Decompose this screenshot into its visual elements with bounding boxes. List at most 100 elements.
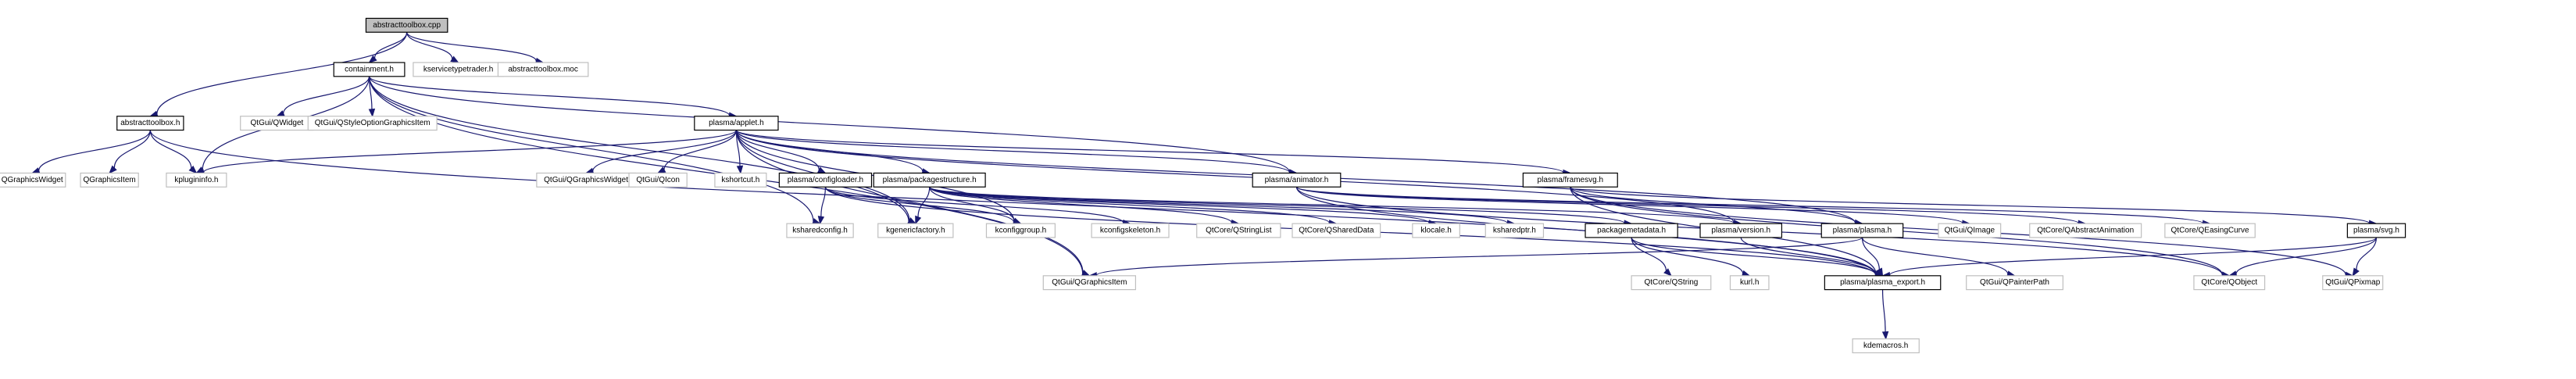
node-box (2346, 223, 2406, 238)
node-abstracttoolbox-cpp[interactable]: abstracttoolbox.cpp (365, 17, 448, 33)
node-plasma-version-h[interactable]: plasma/version.h (1699, 223, 1783, 238)
edge-plasma_packagestructure_h-to-kconfiggroup_h (929, 187, 1015, 221)
node-plasma-packagestructure-h[interactable]: plasma/packagestructure.h (873, 172, 986, 188)
node-abstracttoolbox-h[interactable]: abstracttoolbox.h (116, 116, 184, 131)
node-label: plasma/plasma_export.h (1840, 278, 1925, 287)
node-qtgui-qgraphicsitem: QtGui/QGraphicsItem (1042, 275, 1137, 291)
node-box (1824, 275, 1942, 291)
edge-plasma_animator_h-to-QtGui_QImage (1295, 186, 1963, 224)
node-label: QtGui/QImage (1945, 227, 1995, 235)
node-label: QtGui/QIcon (636, 176, 680, 184)
node-label: kservicetypetrader.h (423, 65, 494, 73)
edge-plasma_applet_h-to-plasma_configloader_h (735, 130, 820, 170)
node-box (116, 116, 184, 131)
node-box (985, 223, 1056, 238)
edge-plasma_packagestructure_h-to-QtCore_QStringList (929, 186, 1232, 223)
node-qtcore-qstringlist: QtCore/QStringList (1196, 223, 1281, 238)
node-box (80, 172, 139, 188)
node-kgenericfactory-h: kgenericfactory.h (877, 223, 954, 238)
edge-containment_h-to-ksharedconfig_h (368, 76, 814, 222)
node-box (694, 116, 779, 131)
edge-abstracttoolbox_cpp-to-kservicetypetrader_h (406, 32, 453, 59)
arrowhead-icon (1663, 268, 1672, 277)
node-qtcore-qabstractanimation: QtCore/QAbstractAnimation (2029, 223, 2142, 238)
node-box (307, 116, 438, 131)
edge-plasma_version_h-to-plasma_plasma_export_h (1740, 237, 1877, 274)
edge-plasma_packagestructure_h-to-klocale_h (929, 186, 1430, 224)
edge-abstracttoolbox_cpp-to-containment_h (373, 32, 408, 59)
node-qtcore-qeasingcurve: QtCore/QEasingCurve (2164, 223, 2256, 238)
node-box (2193, 275, 2266, 291)
node-abstracttoolbox-moc: abstracttoolbox.moc (497, 62, 589, 77)
node-qtcore-qshareddata: QtCore/QSharedData (1292, 223, 1381, 238)
node-kurl-h: kurl.h (1729, 275, 1770, 291)
arrowhead-icon (817, 216, 825, 225)
node-box (1196, 223, 1281, 238)
node-box (166, 172, 227, 188)
node-label: ksharedptr.h (1493, 227, 1536, 235)
edge-containment_h-to-plasma_applet_h (368, 76, 731, 116)
node-plasma-animator-h[interactable]: plasma/animator.h (1252, 172, 1342, 188)
node-plasma-framesvg-h[interactable]: plasma/framesvg.h (1522, 172, 1618, 188)
edge-plasma_applet_h-to-plasma_framesvg_h (735, 129, 1564, 173)
edge-plasma_svg_h-to-QtCore_QObject (2235, 237, 2378, 274)
edge-plasma_applet_h-to-plasma_animator_h (735, 129, 1291, 173)
node-label: QtCore/QEasingCurve (2171, 227, 2249, 235)
node-label: kurl.h (1740, 278, 1759, 287)
node-packagemetadata-h[interactable]: packagemetadata.h (1585, 223, 1678, 238)
edge-plasma_packagestructure_h-to-packagemetadata_h (929, 186, 1625, 224)
node-box (877, 223, 954, 238)
arrowhead-icon (656, 166, 666, 174)
node-label: QtGui/QStyleOptionGraphicsItem (315, 119, 431, 127)
arrowhead-icon (1881, 331, 1889, 341)
edge-plasma_plasma_h-to-QtGui_QPainterPath (1861, 237, 2009, 274)
edge-packagemetadata_h-to-kurl_h (1631, 237, 1744, 274)
node-label: plasma/animator.h (1265, 176, 1329, 184)
edge-plasma_applet_h-to-QtGui_QIcon (663, 130, 737, 170)
node-label: plasma/framesvg.h (1538, 176, 1603, 184)
node-box (2029, 223, 2142, 238)
arrowhead-icon (2352, 267, 2360, 277)
node-plasma-plasma-h[interactable]: plasma/plasma.h (1820, 223, 1904, 238)
node-qtgui-qpainterpath: QtGui/QPainterPath (1966, 275, 2063, 291)
node-box (497, 62, 589, 77)
node-qgraphicswidget: QGraphicsWidget (0, 172, 66, 188)
node-label: QGraphicsItem (83, 176, 135, 184)
node-label: QtCore/QSharedData (1299, 227, 1374, 235)
node-plasma-configloader-h[interactable]: plasma/configloader.h (778, 172, 873, 188)
node-label: plasma/svg.h (2353, 227, 2399, 235)
node-label: kdemacros.h (1863, 341, 1908, 350)
node-box (1091, 223, 1170, 238)
node-box (1966, 275, 2063, 291)
node-box (1292, 223, 1381, 238)
node-qtcore-qobject: QtCore/QObject (2193, 275, 2266, 291)
edge-abstracttoolbox_cpp-to-abstracttoolbox_h (156, 32, 408, 114)
node-label: kconfiggroup.h (995, 227, 1047, 235)
node-box (1631, 275, 1712, 291)
node-plasma-svg-h[interactable]: plasma/svg.h (2346, 223, 2406, 238)
node-qgraphicsitem: QGraphicsItem (80, 172, 139, 188)
node-label: plasma/packagestructure.h (883, 176, 977, 184)
edge-plasma_plasma_export_h-to-kdemacros_h (1881, 289, 1886, 332)
edge-packagemetadata_h-to-QtCore_QString (1631, 237, 1667, 271)
edge-abstracttoolbox_h-to-QGraphicsItem (113, 130, 151, 169)
node-box (1485, 223, 1545, 238)
node-containment-h[interactable]: containment.h (333, 62, 406, 77)
node-ksharedptr-h: ksharedptr.h (1485, 223, 1545, 238)
node-plasma-applet-h[interactable]: plasma/applet.h (694, 116, 779, 131)
edge-plasma_packagestructure_h-to-kgenericfactory_h (917, 187, 931, 217)
node-label: containment.h (345, 65, 394, 73)
node-label: QtGui/QPainterPath (1980, 278, 2049, 287)
edge-plasma_framesvg_h-to-plasma_plasma_h (1570, 186, 1856, 223)
nodes-layer: abstracttoolbox.cpp containment.h kservice… (0, 17, 2406, 354)
node-box (1412, 223, 1460, 238)
node-plasma-plasma-export-h[interactable]: plasma/plasma_export.h (1824, 275, 1942, 291)
node-label: kshortcut.h (721, 176, 759, 184)
edge-plasma_plasma_h-to-plasma_plasma_export_h (1861, 237, 1880, 270)
node-ksharedconfig-h: ksharedconfig.h (786, 223, 854, 238)
arrowhead-icon (368, 108, 376, 118)
node-box (2164, 223, 2256, 238)
node-label: QtCore/QObject (2201, 278, 2257, 287)
node-label: kconfigskeleton.h (1100, 227, 1160, 235)
node-klocale-h: klocale.h (1412, 223, 1460, 238)
